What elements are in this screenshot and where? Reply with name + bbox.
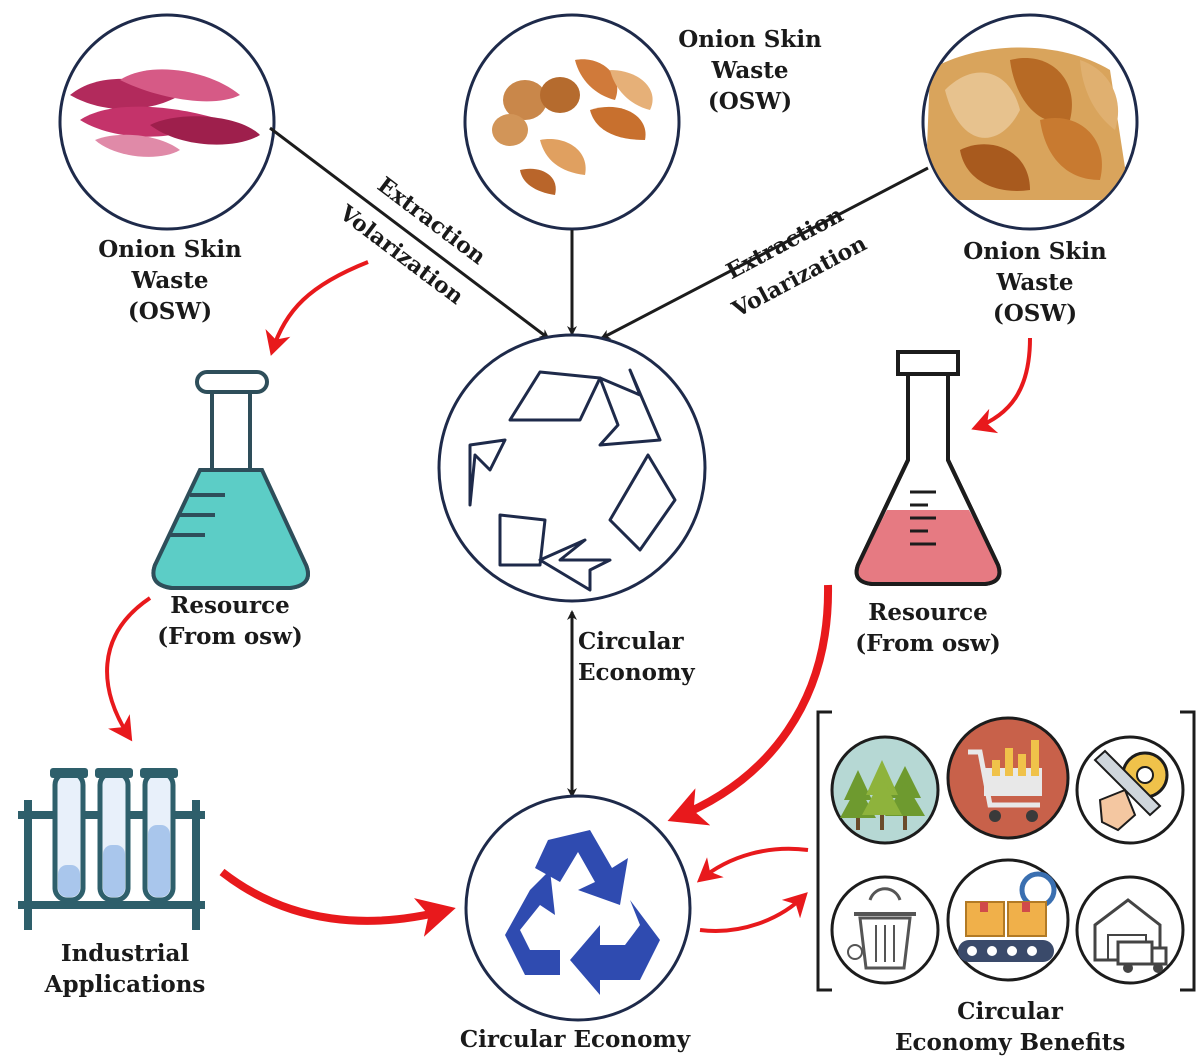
label-industrial-line2: Applications [44,971,206,998]
trash-bin-icon [830,875,940,985]
label-resource-left-line1: Resource [170,592,290,619]
test-tubes-icon [18,768,205,930]
conveyor-boxes-icon [946,858,1070,982]
label-benefits-line2: Economy Benefits [895,1029,1126,1056]
label-osw-top-line1: Onion Skin [678,26,822,53]
red-arrow-tubes-to-circular [219,868,456,937]
label-osw-left-line3: (OSW) [127,298,213,325]
label-osw-left-line2: Waste [131,267,209,294]
recycle-outline-icon [437,333,707,603]
label-industrial-applications: Industrial Applications [30,938,220,1000]
red-arrow-resource-to-circular [667,584,833,826]
label-resource-right-line2: (From osw) [855,630,1001,657]
label-circular-economy-mid: Circular Economy [578,626,698,688]
shopping-cart-icon [946,716,1070,840]
onion-skin-image-right [921,13,1139,231]
label-resource-right-line1: Resource [868,599,988,626]
gear-wrench-icon [1075,735,1185,845]
label-industrial-line1: Industrial [60,940,190,967]
label-circular-economy-mid-line1: Circular [578,628,684,655]
red-arrow-flask-left-to-tubes [105,596,152,742]
red-arrow-volarization-to-flask-left [265,260,369,356]
label-osw-right-line2: Waste [996,269,1074,296]
onion-skin-image-top [463,13,681,231]
label-osw-left: Onion Skin Waste (OSW) [80,234,260,327]
label-osw-top-line3: (OSW) [707,88,793,115]
label-circular-economy-bottom: Circular Economy [459,1026,691,1053]
label-resource-left: Resource (From osw) [140,590,320,652]
benefits-bracket [816,710,1196,992]
label-osw-right: Onion Skin Waste (OSW) [945,236,1125,329]
label-osw-right-line3: (OSW) [992,300,1078,327]
label-resource-left-line2: (From osw) [157,623,303,650]
recycle-solid-icon [464,794,692,1022]
red-arrow-osw-right-to-flask [971,337,1032,434]
label-osw-top-line2: Waste [711,57,789,84]
warehouse-truck-icon [1075,875,1185,985]
label-circular-economy-mid-line2: Economy [578,659,695,686]
flask-icon-right [854,350,1002,586]
label-circular-economy-benefits: Circular Economy Benefits [895,996,1125,1058]
onion-skin-image-left [58,13,276,231]
flask-icon-left [151,370,310,590]
label-osw-right-line1: Onion Skin [963,238,1107,265]
label-resource-right: Resource (From osw) [838,597,1018,659]
arrow-right-to-recycle [600,166,929,340]
label-benefits-line1: Circular [957,998,1063,1025]
label-osw-top: Onion Skin Waste (OSW) [665,24,835,117]
red-arrow-benefits-to-circular [696,846,809,883]
arrow-left-to-recycle [269,126,550,340]
red-arrow-circular-to-benefits [699,892,808,933]
trees-icon [830,735,940,845]
label-osw-left-line1: Onion Skin [98,236,242,263]
